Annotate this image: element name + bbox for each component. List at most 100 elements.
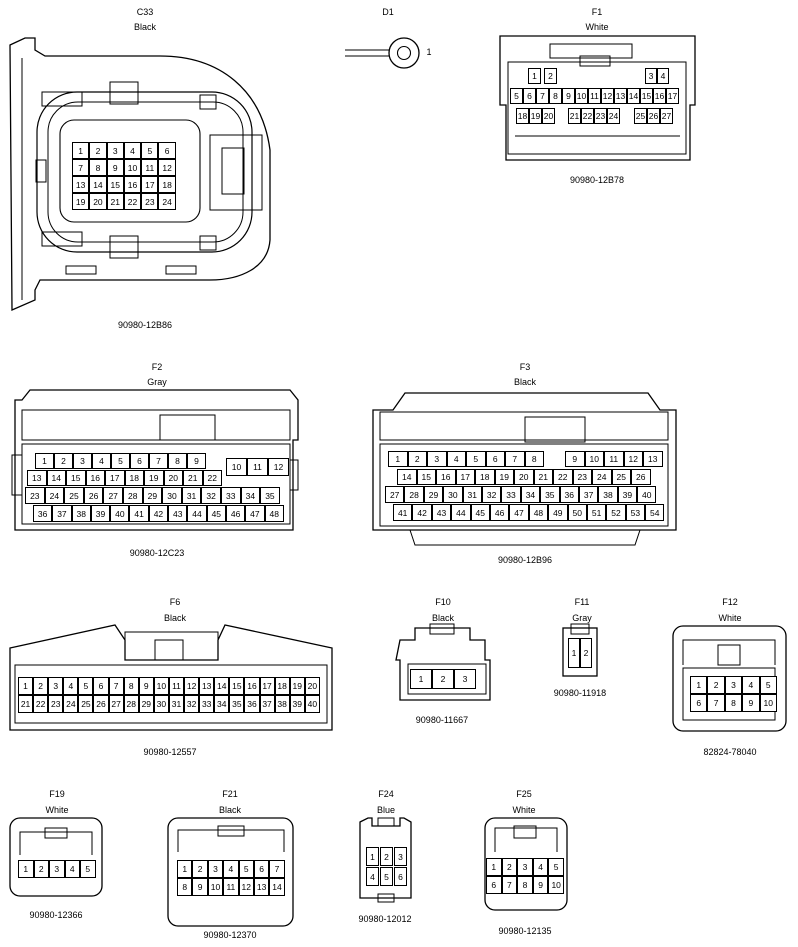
f21-id-label: F21 [222,789,238,799]
f12-pin: 3 [724,676,743,694]
f11-color-label: Gray [572,613,592,623]
f2-pin: 32 [201,487,221,504]
f24-pin-grid: 1 2 3 4 5 6 [366,847,407,886]
f6-pin: 14 [214,677,230,695]
f1-pin: 26 [647,108,660,124]
f3-pin: 2 [407,451,427,467]
f1-pin: 27 [660,108,673,124]
f6-pin: 4 [63,677,79,695]
f3-pin: 41 [393,504,413,521]
f2-pin-row-1: 1 2 3 4 5 6 7 8 9 [35,453,206,469]
f21-pin: 3 [207,860,224,878]
f19-pin: 1 [18,860,34,878]
f3-pin: 53 [625,504,646,521]
f24-pin: 3 [394,847,407,866]
f1-pin: 22 [581,108,594,124]
f1-pin: 23 [594,108,607,124]
c33-color-label: Black [133,22,156,32]
f6-pin: 39 [289,695,305,713]
f25-pin: 9 [532,876,549,894]
c33-pin: 2 [89,142,107,159]
f3-pin: 40 [637,486,657,503]
f3-pin: 26 [631,469,651,485]
c33-pin: 10 [123,159,142,176]
f25-id-label: F25 [516,789,532,799]
f6-color-label: Black [163,613,186,623]
f2-pin: 25 [64,487,84,504]
f3-pin: 51 [586,504,607,521]
f6-pin: 22 [33,695,49,713]
f3-pin: 23 [572,469,592,485]
f6-pin: 1 [18,677,34,695]
f3-pin: 32 [481,486,502,503]
f3-pin: 25 [611,469,631,485]
f2-pin: 24 [44,487,65,504]
c33-pin: 16 [123,176,142,193]
f6-pin: 19 [289,677,305,695]
f2-pin: 13 [27,470,47,486]
f2-color-label: Gray [147,377,167,387]
f6-pin: 20 [304,677,320,695]
f11-pin: 2 [580,638,592,668]
f24-pin: 5 [380,867,393,886]
d1-pin-label: 1 [426,47,432,57]
f1-pin: 4 [657,68,669,84]
f2-pin: 48 [264,505,284,522]
f21-pin: 1 [177,860,193,878]
f2-pin: 37 [52,505,72,522]
f6-pin-grid: 1 2 3 4 5 6 7 8 9 10 11 12 13 14 15 16 1… [18,677,320,713]
f2-pin: 31 [181,487,202,504]
f21-pin-grid: 1 2 3 4 5 6 7 8 9 10 11 12 13 14 [177,860,285,896]
f6-pin: 33 [199,695,215,713]
f12-pin: 5 [759,676,777,694]
f2-pin: 34 [240,487,261,504]
f3-pin: 48 [528,504,549,521]
f21-pin: 7 [269,860,285,878]
f2-pin: 5 [111,453,130,469]
f2-pin: 39 [90,505,111,522]
f3-pin: 30 [443,486,463,503]
f6-pin: 2 [33,677,49,695]
f24-pin: 1 [366,847,379,866]
f11-pin: 1 [568,638,580,668]
f24-id-label: F24 [378,789,394,799]
f3-pin: 35 [540,486,560,503]
f6-pin: 30 [153,695,169,713]
f1-pin: 7 [536,88,549,104]
f2-pin-row-3: 23 24 25 26 27 28 29 30 31 32 33 34 35 [25,487,280,504]
f3-pin: 36 [559,486,579,503]
f3-pin: 6 [485,451,505,467]
f6-pin: 35 [229,695,245,713]
f10-pin: 2 [432,669,454,689]
f25-color-label: White [512,805,536,815]
f6-pin: 34 [214,695,230,713]
f12-pin: 6 [690,694,708,712]
c33-pin: 4 [123,142,142,159]
f1-pin: 11 [588,88,601,104]
f2-pin: 22 [202,470,222,486]
c33-pin: 24 [158,193,176,210]
f3-pin: 17 [455,469,475,485]
f3-pin-row-3: 27 28 29 30 31 32 33 34 35 36 37 38 39 4… [385,486,657,503]
f2-pin: 6 [130,453,149,469]
f21-pin: 14 [269,878,285,896]
f1-pin: 12 [601,88,614,104]
f12-pin: 10 [759,694,777,712]
f2-pin: 23 [25,487,45,504]
f1-pin: 3 [645,68,657,84]
f2-pin: 3 [73,453,92,469]
f24-color-label: Blue [376,805,395,815]
f1-pin: 18 [516,108,529,124]
c33-pin: 7 [72,159,90,176]
f6-pin: 27 [108,695,124,713]
f21-pin: 8 [177,878,193,896]
f25-pin: 1 [486,858,502,876]
f3-pin: 38 [598,486,618,503]
f3-pin: 43 [431,504,452,521]
f6-pin: 10 [153,677,169,695]
f19-pin-grid: 1 2 3 4 5 [18,860,96,878]
f21-pin: 12 [238,878,254,896]
f19-pin: 3 [49,860,65,878]
